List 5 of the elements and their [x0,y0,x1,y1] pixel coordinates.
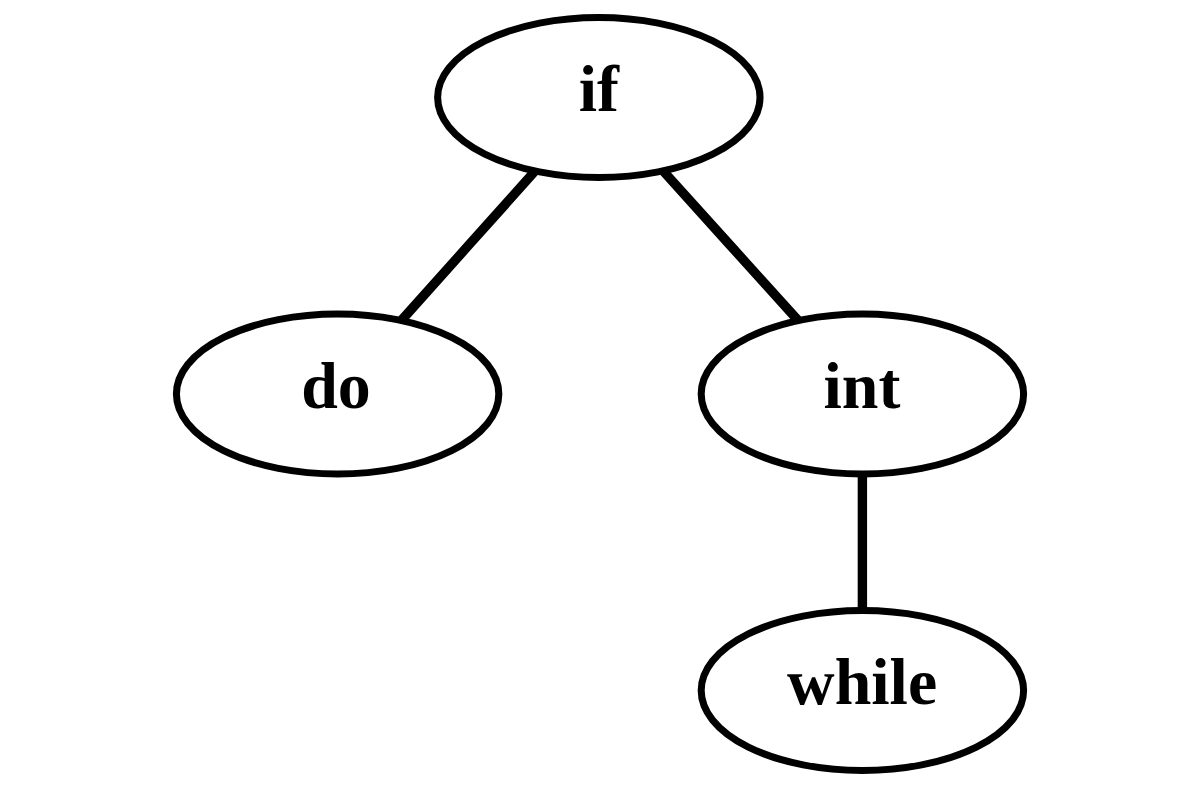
node-ellipse: if [434,13,764,182]
node-ellipse: int [697,310,1028,478]
node-ellipse: do [172,310,503,478]
connector [857,474,868,610]
node-ellipse: while [697,606,1028,775]
